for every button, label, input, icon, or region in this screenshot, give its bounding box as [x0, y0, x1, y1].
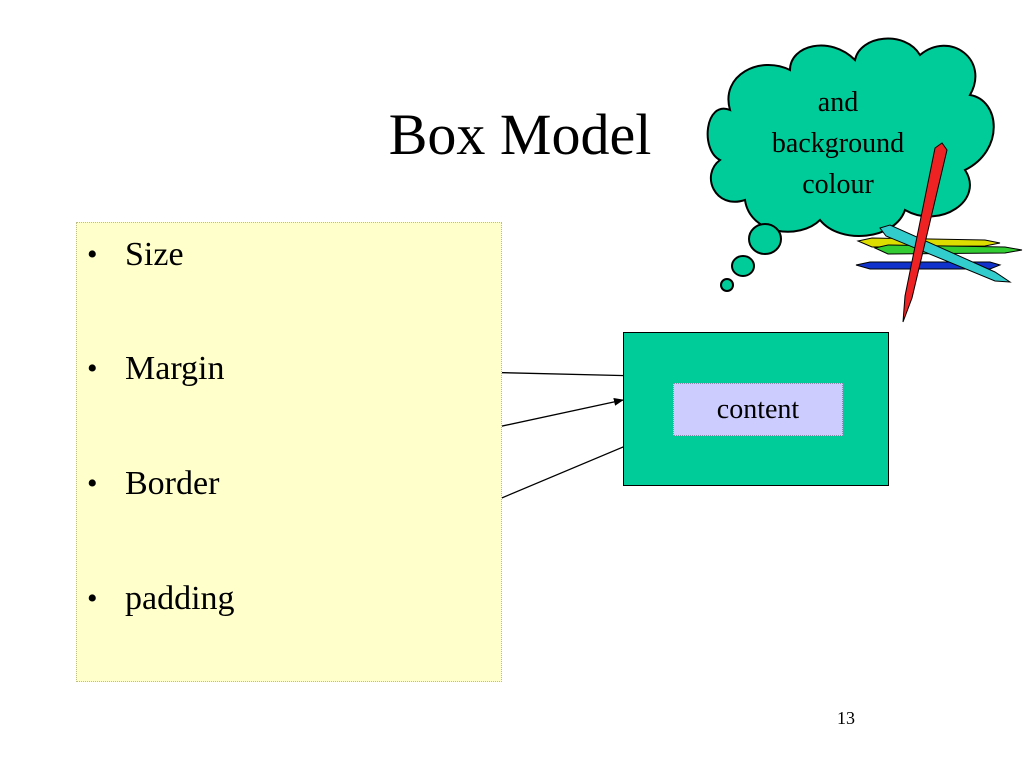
thought-bubble-text: and background colour [738, 82, 938, 205]
content-box: content [673, 383, 843, 436]
bullet-label: padding [125, 580, 235, 617]
bullet-padding: • padding [87, 579, 235, 619]
thought-cloud [706, 37, 995, 292]
bullet-margin: • Margin [87, 349, 224, 389]
bullet-dot: • [87, 352, 98, 385]
bullet-size: • Size [87, 235, 184, 275]
bullet-label: Border [125, 465, 220, 502]
bullet-dot: • [87, 467, 98, 500]
coloured-pencils-icon [855, 142, 1023, 323]
bullet-label: Size [125, 236, 184, 273]
bullet-dot: • [87, 582, 98, 615]
bubble-line: and [817, 87, 859, 118]
bullet-border: • Border [87, 464, 219, 504]
bullet-panel: • Size • Margin • Border • padding [76, 222, 502, 682]
page-number: 13 [837, 708, 855, 728]
slide-title: Box Model [388, 102, 652, 167]
bullet-dot: • [87, 238, 98, 271]
bubble-line: colour [802, 169, 874, 200]
bubble-line: background [771, 128, 905, 159]
bullet-label: Margin [125, 350, 225, 387]
